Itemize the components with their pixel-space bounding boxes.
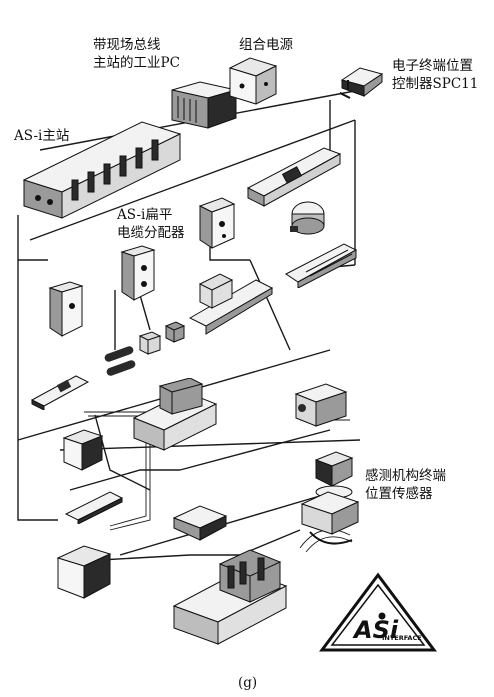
label-spc-line2: 控制器SPC11 — [392, 76, 479, 92]
label-pc-line2: 主站的工业PC — [93, 55, 180, 71]
linear-axis-device — [246, 147, 342, 207]
valve-actuator-device — [300, 491, 360, 545]
pneumatic-cylinder-device — [285, 243, 358, 288]
small-valve-device — [172, 505, 228, 541]
label-sensor-line1: 感测机构终端 — [365, 468, 446, 484]
label-sensor-line2: 位置传感器 — [365, 486, 433, 502]
io-module-device — [62, 429, 104, 471]
linear-drive-device — [30, 375, 90, 410]
label-flat-line1: AS-i扁平 — [117, 207, 173, 223]
label-as-i-master: AS-i主站 — [14, 128, 70, 144]
label-flat-line2: 电缆分配器 — [117, 225, 185, 241]
label-pc-line1: 带现场总线 — [93, 37, 161, 53]
compact-module-device — [56, 545, 112, 599]
label-spc-line1: 电子终端位置 — [392, 58, 473, 74]
label-power-supply: 组合电源 — [239, 37, 293, 53]
flat-cable-distributor-device — [198, 197, 236, 249]
figure-caption: (g) — [238, 675, 258, 691]
power-supply-device — [228, 57, 278, 105]
as-i-master-rack — [22, 121, 182, 219]
valve-rail-device — [188, 273, 274, 335]
industrial-pc-device — [171, 81, 237, 129]
lower-rail-device — [64, 491, 124, 524]
module-left-device — [48, 281, 84, 337]
spc11-controller-device — [340, 67, 384, 99]
svg-text:INTERFACE: INTERFACE — [382, 634, 422, 642]
rotary-actuator-device — [290, 201, 325, 235]
compact-cylinder-device — [294, 383, 348, 427]
large-valve-terminal-device — [172, 549, 288, 645]
sensor-cables-device — [104, 321, 186, 376]
svg-text:ASi: ASi — [352, 616, 399, 644]
flat-cable-distributor-left-device — [120, 245, 156, 301]
valve-terminal-device — [132, 378, 218, 451]
asi-interface-logo: ASi INTERFACE — [319, 572, 437, 652]
